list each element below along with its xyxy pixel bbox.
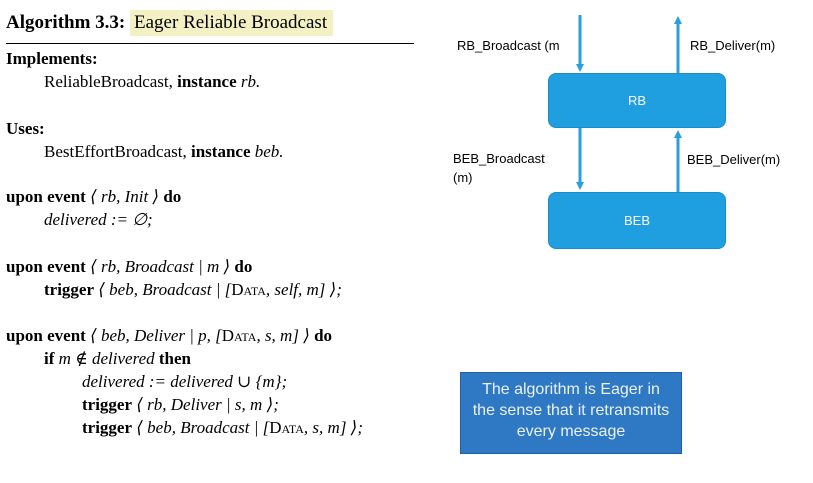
beb-broadcast-label-1: BEB_Broadcast [453, 151, 545, 166]
beb-deliver-label: BEB_Deliver(m) [687, 152, 781, 167]
algorithm-name: Eager Reliable Broadcast [130, 10, 334, 36]
assign-line: delivered := delivered ∪ {m}; [82, 372, 288, 391]
rb-box-label: RB [627, 93, 647, 108]
beb-box-label: BEB [623, 213, 650, 228]
note-line-3: every message [516, 423, 626, 440]
implements-keyword: Implements: [6, 49, 98, 68]
trigger-rebroadcast-line: trigger ⟨ beb, Broadcast | [Data, s, m] … [82, 418, 363, 437]
note-line-2: the sense that it retransmits [472, 402, 670, 419]
note-line-1: The algorithm is Eager in [482, 381, 660, 398]
if-line: if m ∉ delivered then [44, 349, 191, 368]
title-rule [6, 43, 414, 44]
beb-broadcast-label-2: (m) [453, 170, 473, 185]
upon-deliver-line: upon event ⟨ beb, Deliver | p, [Data, s,… [6, 326, 333, 345]
rb-deliver-label: RB_Deliver(m) [690, 38, 776, 53]
uses-line: BestEffortBroadcast, instance beb. [44, 142, 284, 161]
beb-box: BEB [548, 192, 726, 249]
algorithm-number: Algorithm 3.3: [6, 12, 126, 33]
algorithm-title: Algorithm 3.3: Eager Reliable Broadcast [6, 10, 334, 36]
upon-broadcast-line: upon event ⟨ rb, Broadcast | m ⟩ do [6, 257, 253, 276]
implements-line: ReliableBroadcast, instance rb. [44, 72, 261, 91]
trigger-deliver-line: trigger ⟨ rb, Deliver | s, m ⟩; [82, 395, 279, 414]
eager-note: The algorithm is Eager in the sense that… [460, 372, 682, 454]
rb-box: RB [548, 73, 726, 128]
broadcast-trigger-line: trigger ⟨ beb, Broadcast | [Data, self, … [44, 280, 342, 299]
rb-broadcast-label: RB_Broadcast (m [457, 38, 560, 53]
uses-keyword: Uses: [6, 119, 45, 138]
upon-init-line: upon event ⟨ rb, Init ⟩ do [6, 187, 182, 206]
init-body: delivered := ∅; [44, 210, 153, 229]
